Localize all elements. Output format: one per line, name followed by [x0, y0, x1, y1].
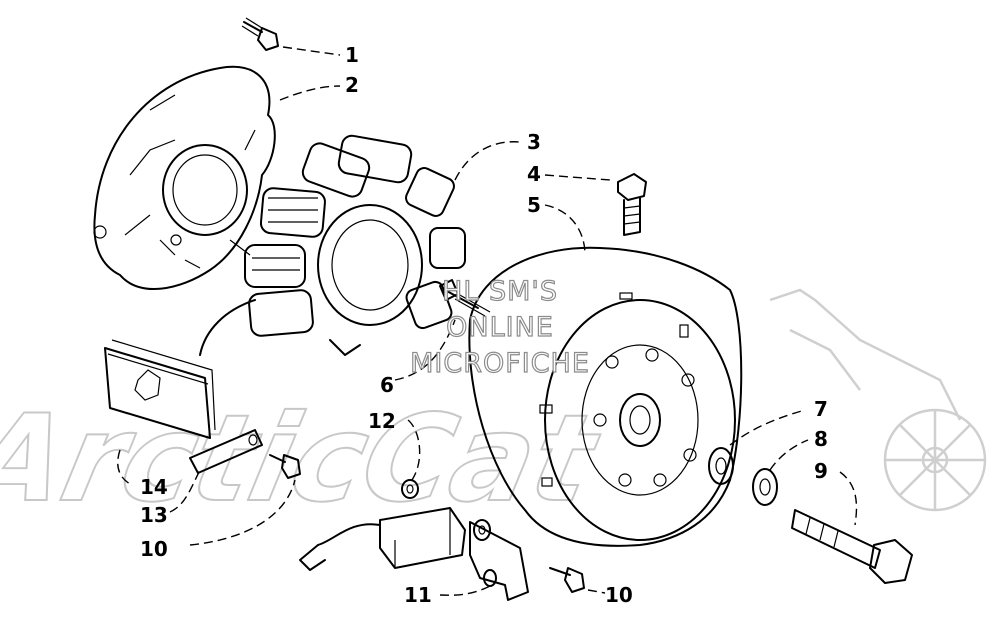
- callout-12: 12: [368, 409, 396, 433]
- callout-11: 11: [404, 583, 432, 607]
- callout-13: 13: [140, 503, 168, 527]
- callout-8: 8: [814, 427, 828, 451]
- callout-5: 5: [527, 193, 541, 217]
- callout-10-left: 10: [140, 537, 168, 561]
- retaining-clip: [189, 429, 263, 474]
- flywheel: [468, 246, 743, 547]
- stator-housing: [93, 65, 276, 290]
- callout-3: 3: [527, 130, 541, 154]
- callouts: 1 2 3 4 5 6 7 8 9 10 10 11 12 13 14: [140, 43, 828, 607]
- lock-washer: [752, 468, 778, 506]
- watermark-line-1: HL SM'S: [442, 276, 558, 307]
- callout-1: 1: [345, 43, 359, 67]
- stator-coils: [199, 134, 466, 356]
- motorcycle-watermark: [769, 288, 987, 512]
- gasket-plate: [104, 339, 216, 439]
- flywheel-bolt: [791, 509, 913, 584]
- callout-9: 9: [814, 459, 828, 483]
- watermark-line-3: MICROFICHE: [410, 348, 590, 379]
- clip-screw: [269, 454, 301, 479]
- leader-lines: [117, 46, 858, 596]
- mounting-bracket: [469, 519, 529, 601]
- brand-logo-watermark: ArcticCat: [0, 388, 611, 528]
- callout-14: 14: [140, 475, 168, 499]
- stator-screw: [439, 279, 491, 317]
- callout-10-right: 10: [605, 583, 633, 607]
- housing-screw: [241, 17, 279, 51]
- pickup-sensor: [299, 479, 466, 571]
- microfiche-watermark: HL SM'S ONLINE MICROFICHE: [409, 275, 590, 379]
- flywheel-bolt-small: [617, 173, 647, 236]
- watermark-line-2: ONLINE: [446, 312, 554, 343]
- callout-7: 7: [814, 397, 828, 421]
- callout-2: 2: [345, 73, 359, 97]
- callout-4: 4: [527, 162, 541, 186]
- bracket-screw: [549, 567, 585, 593]
- flat-washer: [708, 447, 734, 485]
- callout-6: 6: [380, 373, 394, 397]
